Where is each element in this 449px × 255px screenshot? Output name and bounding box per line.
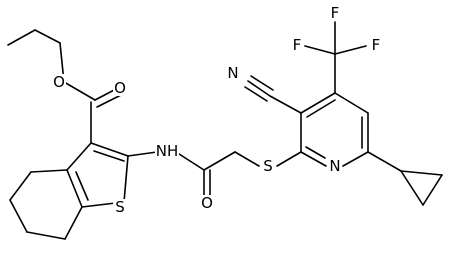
bond bbox=[305, 146, 326, 159]
atom-label-pyridine-nitrogen: N bbox=[329, 157, 340, 175]
bond bbox=[250, 75, 274, 91]
bond bbox=[66, 142, 92, 171]
bond bbox=[9, 199, 28, 233]
atom-label-layer: O O NH S O S N N F F F bbox=[52, 4, 383, 216]
bond bbox=[30, 169, 68, 173]
atom-label-ether-oxygen: O bbox=[53, 73, 65, 91]
bond bbox=[400, 170, 424, 206]
atom-label-fluorine: F bbox=[331, 4, 340, 22]
bond bbox=[127, 151, 158, 157]
bond bbox=[244, 86, 268, 102]
bond bbox=[234, 151, 260, 167]
bond bbox=[400, 170, 443, 176]
bond bbox=[63, 81, 96, 101]
atom-label-fluorine: F bbox=[293, 36, 302, 54]
bond bbox=[7, 29, 36, 46]
atom-label-amide-nitrogen: NH bbox=[156, 142, 179, 160]
bond bbox=[367, 151, 402, 172]
bond bbox=[247, 80, 271, 97]
bond bbox=[269, 95, 302, 114]
bond bbox=[9, 171, 32, 201]
bond bbox=[300, 92, 336, 114]
bond bbox=[64, 206, 83, 240]
bond bbox=[342, 151, 369, 167]
bond-layer bbox=[7, 21, 443, 240]
bond bbox=[175, 151, 205, 171]
bond bbox=[334, 92, 369, 114]
bond bbox=[26, 231, 66, 240]
bond bbox=[66, 169, 83, 208]
bond bbox=[96, 94, 122, 108]
atom-label-nitrile-nitrogen: N bbox=[227, 64, 238, 82]
atom-label-amide-carbonyl-oxygen: O bbox=[201, 194, 213, 212]
bond bbox=[276, 151, 302, 167]
atom-label-thioether-sulfur: S bbox=[263, 157, 273, 175]
bond bbox=[334, 45, 367, 55]
bond bbox=[93, 150, 125, 162]
bond bbox=[75, 171, 89, 201]
bond bbox=[306, 99, 336, 118]
bond bbox=[304, 45, 336, 55]
atom-label-ester-carbonyl-oxygen: O bbox=[114, 79, 126, 97]
bond bbox=[422, 174, 443, 206]
bond bbox=[90, 142, 129, 157]
bond bbox=[203, 151, 236, 171]
bond bbox=[300, 151, 327, 167]
bond bbox=[123, 155, 129, 203]
bond bbox=[34, 29, 61, 44]
atom-label-fluorine: F bbox=[372, 36, 381, 54]
atom-label-thiophene-sulfur: S bbox=[115, 198, 125, 216]
